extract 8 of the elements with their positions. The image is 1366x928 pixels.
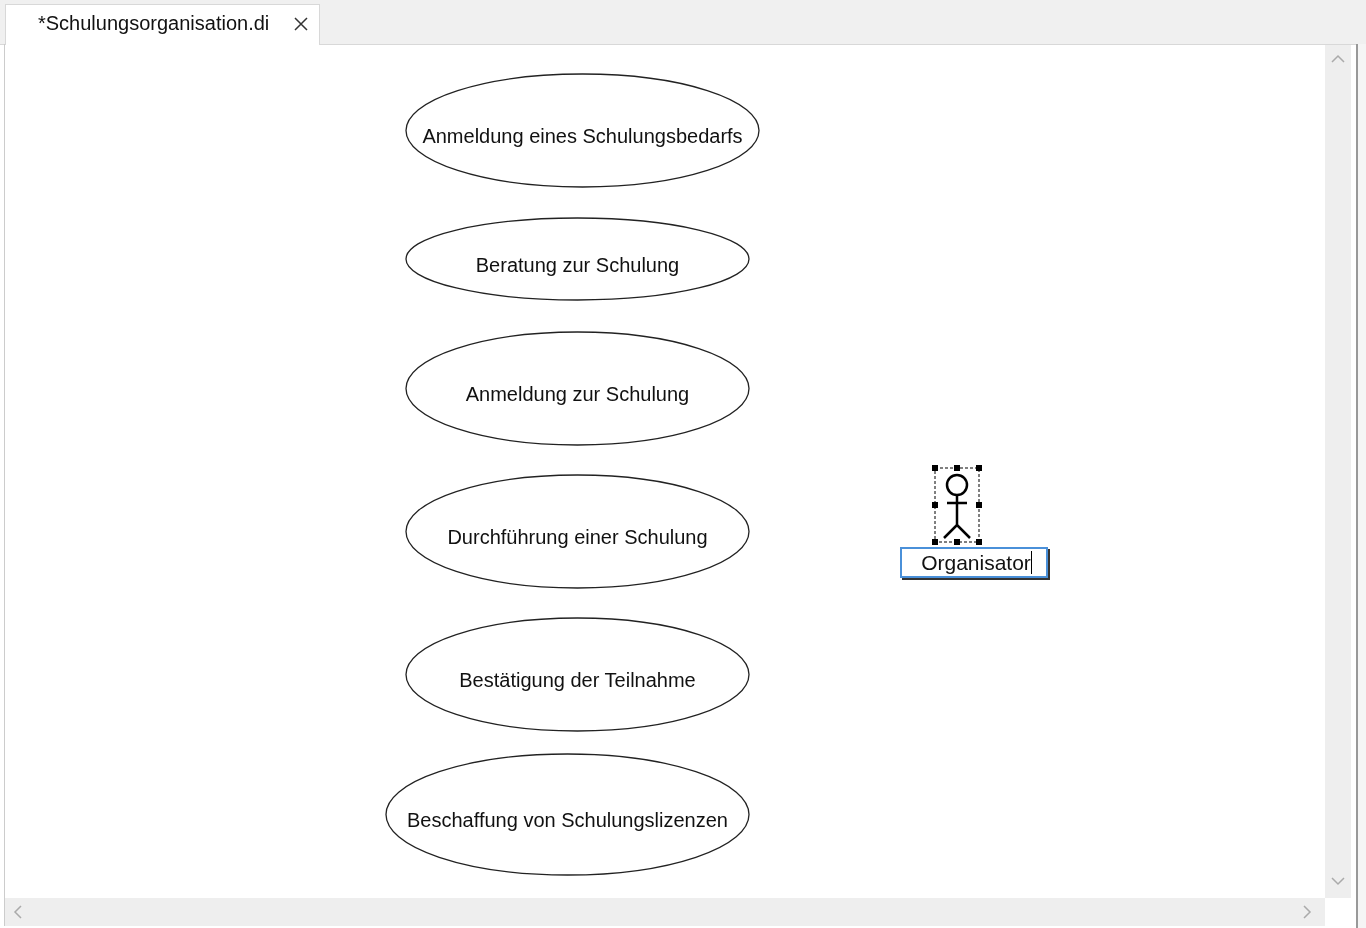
use-case-ellipse: Beschaffung von Schulungslizenzen [385,753,750,876]
tab-title: *Schulungsorganisation.di [38,12,270,35]
use-case-ellipse: Bestätigung der Teilnahme [405,617,750,732]
use-case-ellipse: Beratung zur Schulung [405,217,750,301]
name-input-field: Organisator [900,547,1048,578]
use-case-ellipse: Anmeldung zur Schulung [405,331,750,446]
use-case-ellipse: Anmeldung eines Schulungsbedarfs [405,73,760,188]
use-case-ellipse: Durchführung einer Schulung [405,474,750,589]
